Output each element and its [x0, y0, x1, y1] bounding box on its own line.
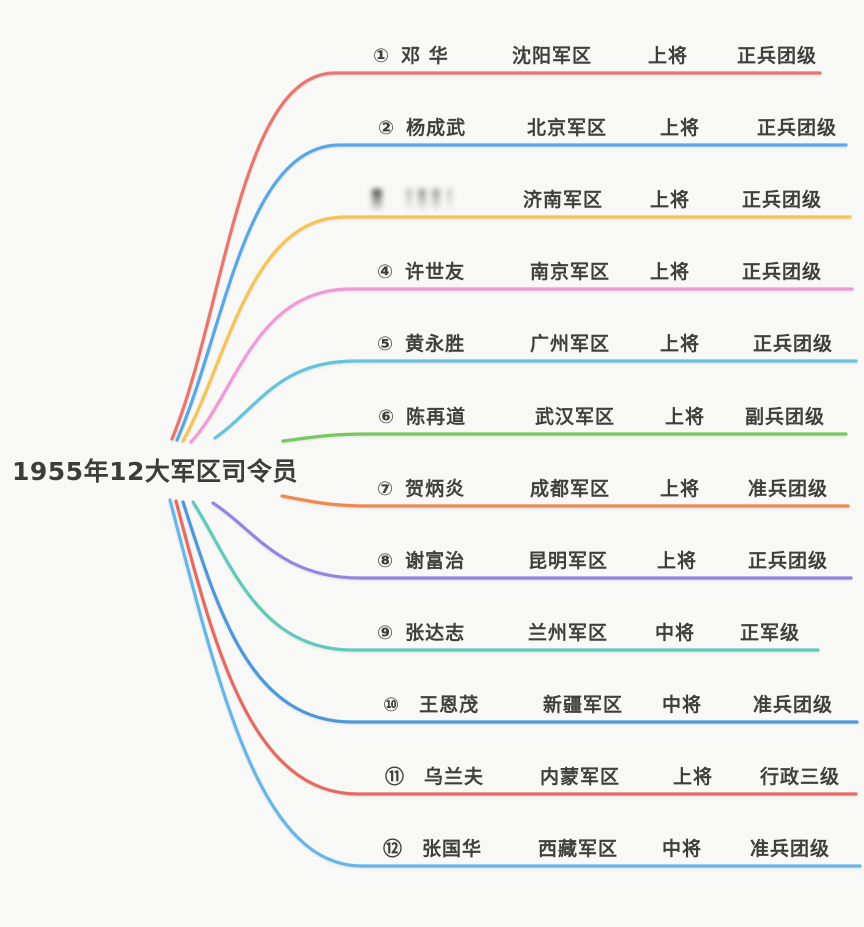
- military-region-label: 北京军区: [527, 117, 608, 139]
- commander-number: ⑦: [377, 478, 395, 500]
- grade-label: 行政三级: [760, 766, 841, 788]
- commander-number: ①: [373, 45, 391, 67]
- rank-label: 上将: [665, 406, 706, 428]
- commander-row[interactable]: ④ 许世友 南京军区 上将 正兵团级: [0, 258, 864, 288]
- grade-label: 正兵团级: [753, 333, 834, 355]
- commander-name: 贺炳炎: [405, 478, 466, 500]
- military-region-label: 南京军区: [530, 261, 611, 283]
- branch-line: [191, 500, 820, 652]
- commander-number-name: ④ 许世友: [377, 258, 465, 286]
- military-region-label: 西藏军区: [538, 838, 619, 860]
- commander-name: 杨成武: [406, 117, 467, 139]
- commander-number: ⑫: [383, 838, 404, 860]
- rank-label: 中将: [662, 838, 703, 860]
- commander-number: ④: [377, 261, 395, 283]
- commander-number-name: ① 邓 华: [373, 42, 449, 70]
- military-region-label: 武汉军区: [535, 406, 616, 428]
- commander-number-name: ② 杨成武: [378, 114, 466, 142]
- commander-name: 许世友: [405, 261, 466, 283]
- grade-label: 准兵团级: [750, 838, 831, 860]
- branch-line: [281, 432, 848, 443]
- commander-number: ⑤: [377, 333, 395, 355]
- commander-name: 邓 华: [401, 45, 449, 67]
- commander-name: 陈再道: [406, 406, 467, 428]
- commander-row[interactable]: ① 邓 华 沈阳军区 上将 正兵团级: [0, 42, 864, 72]
- branch-line: [211, 501, 853, 580]
- grade-label: 正兵团级: [748, 550, 829, 572]
- commander-number-name: ⑩ 王恩茂: [383, 691, 479, 719]
- grade-label: 正兵团级: [742, 261, 823, 283]
- commander-row[interactable]: ⑥ 陈再道 武汉军区 上将 副兵团级: [0, 403, 864, 433]
- commander-number-name: ⑤ 黄永胜: [377, 330, 465, 358]
- commander-number: ⑥: [378, 406, 396, 428]
- branch-line: [170, 71, 822, 441]
- commander-number: ⑧: [377, 550, 395, 572]
- grade-label: 正兵团级: [742, 189, 823, 211]
- rank-label: 上将: [660, 333, 701, 355]
- rank-label: 上将: [660, 478, 701, 500]
- commander-name: 张达志: [405, 622, 466, 644]
- grade-label: 准兵团级: [753, 694, 834, 716]
- commander-row[interactable]: ⑪ 乌兰夫 内蒙军区 上将 行政三级: [0, 763, 864, 793]
- rank-label: 上将: [648, 45, 689, 67]
- military-region-label: 沈阳军区: [512, 45, 593, 67]
- commander-row[interactable]: ⑤ 黄永胜 广州军区 上将 正兵团级: [0, 330, 864, 360]
- commander-name: 谢富治: [405, 550, 466, 572]
- military-region-label: 济南军区: [523, 189, 604, 211]
- commander-row[interactable]: ⑧ 谢富治 昆明军区 上将 正兵团级: [0, 547, 864, 577]
- commander-number-name: ⑪ 乌兰夫: [385, 763, 484, 791]
- commander-name: 乌兰夫: [424, 766, 485, 788]
- rank-label: 中将: [655, 622, 696, 644]
- commander-number-name: ⑨ 张达志: [377, 619, 465, 647]
- commander-number: ⑩: [383, 694, 401, 716]
- commander-row[interactable]: ⑦ 贺炳炎 成都军区 上将 准兵团级: [0, 475, 864, 505]
- grade-label: 正军级: [740, 622, 801, 644]
- branch-line: [175, 143, 848, 442]
- branch-line: [280, 494, 850, 508]
- central-topic[interactable]: 1955年12大军区司令员: [12, 457, 298, 486]
- commander-number-name: ⑧ 谢富治: [377, 547, 465, 575]
- branch-line: [213, 359, 858, 440]
- rank-label: 上将: [650, 189, 691, 211]
- rank-label: 上将: [650, 261, 691, 283]
- commander-row[interactable]: ② 杨成武 北京军区 上将 正兵团级: [0, 114, 864, 144]
- military-region-label: 成都军区: [530, 478, 611, 500]
- commander-name: 黄永胜: [405, 333, 466, 355]
- grade-label: 正兵团级: [757, 117, 838, 139]
- branch-line: [181, 500, 859, 724]
- commander-name: 张国华: [422, 838, 483, 860]
- grade-label: 正兵团级: [737, 45, 818, 67]
- commander-number: ⑨: [377, 622, 395, 644]
- commander-row[interactable]: 济南军区 上将 正兵团级: [0, 186, 864, 216]
- rank-label: 上将: [660, 117, 701, 139]
- rank-label: 中将: [662, 694, 703, 716]
- branch-line: [181, 215, 852, 443]
- commander-row[interactable]: ⑩ 王恩茂 新疆军区 中将 准兵团级: [0, 691, 864, 721]
- branch-line: [174, 499, 858, 796]
- military-region-label: 新疆军区: [543, 694, 624, 716]
- branch-line: [168, 498, 862, 868]
- commander-number: ⑪: [385, 766, 406, 788]
- military-region-label: 昆明军区: [528, 550, 609, 572]
- commander-name: 王恩茂: [419, 694, 480, 716]
- commander-number-name: ⑫ 张国华: [383, 835, 482, 863]
- military-region-label: 内蒙军区: [540, 766, 621, 788]
- rank-label: 上将: [673, 766, 714, 788]
- commander-row[interactable]: ⑨ 张达志 兰州军区 中将 正军级: [0, 619, 864, 649]
- rank-label: 上将: [657, 550, 698, 572]
- grade-label: 准兵团级: [748, 478, 829, 500]
- commander-number-name: ⑥ 陈再道: [378, 403, 466, 431]
- commander-number: ②: [378, 117, 396, 139]
- commander-number-name: ⑦ 贺炳炎: [377, 475, 465, 503]
- commander-row[interactable]: ⑫ 张国华 西藏军区 中将 准兵团级: [0, 835, 864, 865]
- branch-line: [189, 287, 854, 444]
- military-region-label: 广州军区: [530, 333, 611, 355]
- grade-label: 副兵团级: [745, 406, 826, 428]
- military-region-label: 兰州军区: [528, 622, 609, 644]
